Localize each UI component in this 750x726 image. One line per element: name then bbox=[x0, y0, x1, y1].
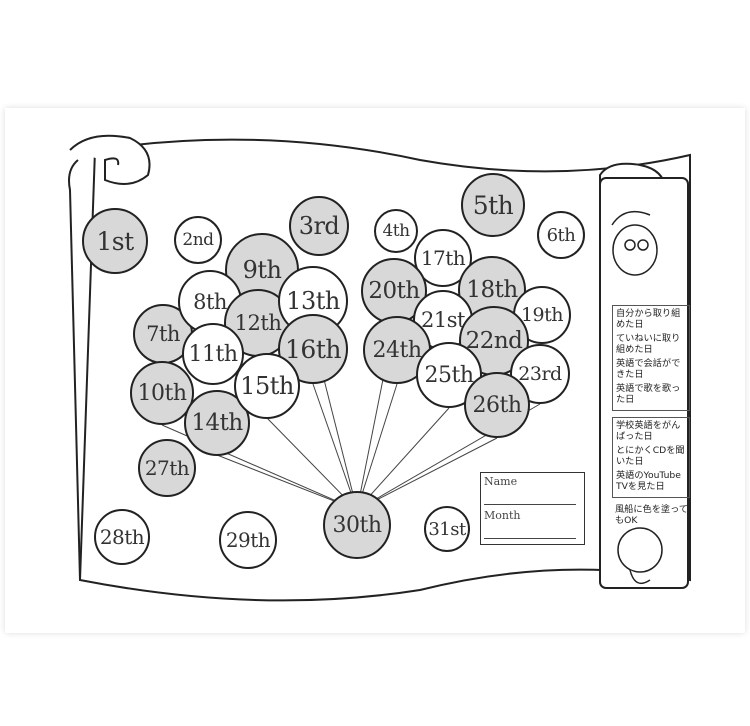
legend-group-2: 学校英語をがんばった日 とにかくCDを聞いた日 英語のYouTube TVを見た… bbox=[612, 417, 690, 498]
balloon-day-26[interactable]: 26th bbox=[464, 372, 530, 438]
balloon-day-4[interactable]: 4th bbox=[374, 209, 418, 253]
month-field[interactable] bbox=[484, 522, 576, 539]
balloon-day-1[interactable]: 1st bbox=[82, 208, 148, 274]
balloon-day-29[interactable]: 29th bbox=[219, 511, 277, 569]
balloon-day-10[interactable]: 10th bbox=[130, 361, 194, 425]
name-month-form: Name Month bbox=[480, 472, 585, 545]
balloon-day-15[interactable]: 15th bbox=[234, 353, 300, 419]
legend-item: 自分から取り組めた日 bbox=[616, 308, 681, 330]
legend-item: 学校英語をがんばった日 bbox=[616, 420, 681, 442]
name-label: Name bbox=[484, 475, 518, 488]
balloon-day-3[interactable]: 3rd bbox=[289, 196, 349, 256]
legend-item: 英語で会話ができた日 bbox=[616, 358, 681, 380]
legend-item: ていねいに取り組めた日 bbox=[616, 333, 681, 355]
legend-item: 英語のYouTube TVを見た日 bbox=[616, 470, 681, 492]
balloon-day-24[interactable]: 24th bbox=[363, 316, 431, 384]
legend-item: とにかくCDを聞いた日 bbox=[616, 445, 685, 467]
balloon-day-17[interactable]: 17th bbox=[414, 229, 472, 287]
balloon-day-30[interactable]: 30th bbox=[323, 491, 391, 559]
balloon-day-27[interactable]: 27th bbox=[138, 439, 196, 497]
balloon-day-31[interactable]: 31st bbox=[424, 506, 470, 552]
legend-group-1: 自分から取り組めた日 ていねいに取り組めた日 英語で会話ができた日 英語で歌を歌… bbox=[612, 305, 690, 411]
month-label: Month bbox=[484, 509, 521, 522]
mascot-top bbox=[611, 210, 658, 276]
balloon-day-6[interactable]: 6th bbox=[537, 211, 585, 259]
legend-item: 英語で歌を歌った日 bbox=[616, 383, 681, 405]
legend-panel: 自分から取り組めた日 ていねいに取り組めた日 英語で会話ができた日 英語で歌を歌… bbox=[612, 305, 690, 526]
balloon-day-5[interactable]: 5th bbox=[461, 173, 525, 237]
balloon-day-2[interactable]: 2nd bbox=[174, 216, 222, 264]
balloon-day-28[interactable]: 28th bbox=[94, 509, 150, 565]
legend-note: 風船に色を塗ってもOK bbox=[615, 504, 689, 526]
name-field[interactable] bbox=[484, 488, 576, 505]
balloon-day-11[interactable]: 11th bbox=[182, 323, 244, 385]
mascot-bottom bbox=[617, 527, 663, 585]
